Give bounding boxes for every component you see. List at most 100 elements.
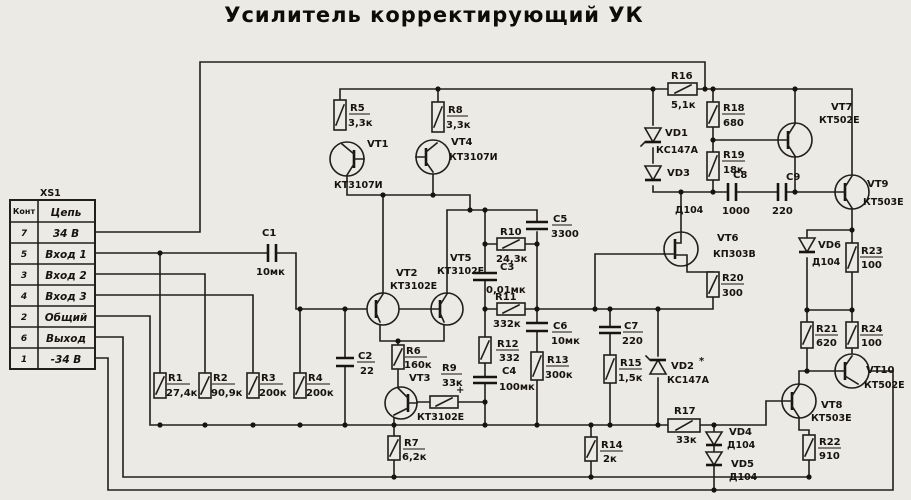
label-C9: С9 (786, 172, 800, 183)
label-R13: R13 (547, 355, 569, 366)
part-VD2: КС147А (667, 375, 710, 386)
label-C2: С2 (358, 351, 372, 362)
label-VD1: VD1 (665, 128, 688, 139)
wires (94, 61, 894, 491)
value-C5: 3300 (551, 229, 579, 240)
value-R21: 620 (816, 338, 837, 349)
value-R13: 300к (545, 370, 573, 381)
value-R19: 18к (723, 165, 744, 176)
value-C6: 10мк (551, 336, 580, 347)
pin-3: 3 (21, 271, 27, 281)
label-R18: R18 (723, 103, 745, 114)
circuit-in1: Вход 1 (45, 249, 86, 261)
label-R16: R16 (671, 71, 693, 82)
label-C5: С5 (553, 214, 567, 225)
label-VT3: VT3 (409, 373, 431, 384)
resistor-R7 (387, 435, 401, 461)
resistor-R21 (800, 321, 814, 349)
label-VD2: VD2 (671, 361, 694, 372)
resistor-R1 (153, 372, 167, 399)
pin-2: 2 (21, 313, 27, 323)
schematic-title: Усилитель корректирующий УК (224, 3, 643, 27)
value-R16: 5,1к (671, 100, 696, 111)
label-R1: R1 (168, 373, 183, 384)
transistor-VT5 (430, 292, 464, 326)
capacitor-symbols (266, 183, 788, 385)
value-C1: 10мк (256, 267, 285, 278)
part-VD1: КС147А (656, 145, 699, 156)
connector-name: XS1 (40, 188, 61, 199)
transistor-VT2 (366, 292, 400, 326)
part-VT4: КТ3107И (449, 152, 498, 163)
label-R24: R24 (861, 324, 883, 335)
resistor-R23 (845, 242, 859, 273)
value-C4: 100мк (499, 382, 535, 393)
label-R11: R11 (495, 292, 517, 303)
label-VT10: VT10 (866, 365, 895, 376)
resistor-R2 (198, 372, 212, 399)
label-VD3: VD3 (667, 168, 690, 179)
diode-VD6 (797, 237, 817, 254)
resistor-R13 (530, 351, 544, 381)
capacitor-C6 (526, 321, 548, 333)
value-R5: 3,3к (348, 118, 373, 129)
resistor-R14 (584, 436, 598, 462)
value-R24: 100 (861, 338, 882, 349)
label-VD5: VD5 (731, 459, 754, 470)
resistor-R22 (802, 434, 816, 461)
circuit-in3: Вход 3 (45, 291, 86, 303)
transistor-VT10 (834, 353, 870, 389)
label-R15: R15 (620, 358, 642, 369)
transistor-VT4 (415, 139, 451, 175)
capacitor-C8 (726, 183, 738, 201)
label-VT4: VT4 (451, 137, 473, 148)
label-VT7: VT7 (831, 102, 853, 113)
capacitor-C7 (599, 325, 621, 335)
diode-VD2-zener (644, 354, 668, 375)
resistor-R17 (667, 418, 701, 433)
resistor-R15 (603, 354, 617, 384)
value-R10: 24,3к (496, 254, 528, 265)
capacitor-C3 (473, 271, 497, 282)
resistor-symbols (153, 82, 859, 462)
label-R4: R4 (308, 373, 323, 384)
diode-VD3 (643, 165, 663, 182)
value-R4: 200к (306, 388, 334, 399)
label-R12: R12 (497, 339, 519, 350)
value-R11: 332к (493, 319, 521, 330)
value-R8: 3,3к (446, 120, 471, 131)
transistor-VT9 (834, 174, 870, 210)
value-R12: 332 (499, 353, 520, 364)
circuit-common: Общий (45, 312, 88, 324)
transistor-VT1 (329, 141, 365, 177)
label-R21: R21 (816, 324, 838, 335)
value-R9: 33к (442, 378, 463, 389)
resistor-R4 (293, 372, 307, 399)
resistor-R8 (431, 101, 445, 133)
resistor-R18 (706, 101, 720, 128)
value-C7: 220 (622, 336, 643, 347)
label-R23: R23 (861, 246, 883, 257)
value-R6: 160к (404, 360, 432, 371)
transistor-VT3 (384, 386, 418, 420)
label-VT2: VT2 (396, 268, 418, 279)
circuit-neg34v: -34 В (51, 354, 82, 366)
part-VT5: КТ3102Е (437, 266, 484, 277)
transistor-VT7 (777, 122, 813, 158)
transistor-VT8 (781, 383, 817, 419)
connector-table: XS1 Конт Цепь 7 34 В 5 Вход 1 3 Вход 2 4… (9, 188, 96, 370)
label-R5: R5 (350, 103, 365, 114)
value-R22: 910 (819, 451, 840, 462)
circuit-out: Выход (46, 333, 86, 345)
resistor-R16 (667, 82, 698, 96)
resistor-R24 (845, 321, 859, 349)
resistor-R19 (706, 151, 720, 181)
pin-4: 4 (20, 292, 27, 302)
resistor-R10 (496, 237, 526, 251)
label-C6: С6 (553, 321, 567, 332)
value-R17: 33к (676, 435, 697, 446)
label-R3: R3 (261, 373, 276, 384)
capacitor-C1 (266, 244, 278, 262)
value-R7: 6,2к (402, 452, 427, 463)
